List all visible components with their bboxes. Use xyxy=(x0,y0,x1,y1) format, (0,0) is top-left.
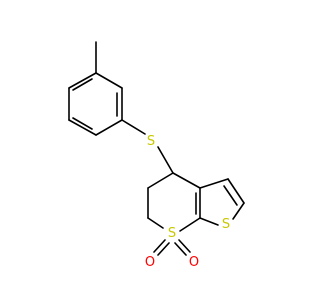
bond xyxy=(68,119,97,136)
tolyl-ring xyxy=(68,72,123,136)
bond xyxy=(68,72,97,89)
oxygen-left-label: O xyxy=(145,255,155,270)
bond xyxy=(179,217,201,232)
bond xyxy=(147,172,174,189)
bond xyxy=(95,119,123,136)
double-bond xyxy=(223,185,238,206)
so-bond-right xyxy=(174,242,187,256)
so-bond-left xyxy=(153,239,166,253)
bond xyxy=(232,202,245,220)
chemical-structure-diagram: S S S O O xyxy=(68,41,245,270)
bond xyxy=(199,217,219,226)
thioether-sulfur-label: S xyxy=(147,134,155,149)
so-bond-right xyxy=(178,239,191,253)
double-bond xyxy=(72,117,93,130)
bond xyxy=(199,178,229,189)
bond xyxy=(172,172,201,189)
thiopyran-ring xyxy=(147,172,201,232)
sulfonyl-sulfur-label: S xyxy=(168,226,176,241)
bond xyxy=(147,217,164,229)
oxygen-right-label: O xyxy=(189,255,199,270)
so-bond-left xyxy=(157,242,170,256)
bond xyxy=(121,119,146,135)
thiophene-sulfur-label: S xyxy=(222,217,230,232)
molecule-canvas: S S S O O xyxy=(68,41,245,270)
bond xyxy=(95,72,123,89)
double-bond xyxy=(72,78,93,91)
thiophene-ring xyxy=(199,178,245,226)
bond xyxy=(157,146,174,174)
bond xyxy=(227,178,245,204)
